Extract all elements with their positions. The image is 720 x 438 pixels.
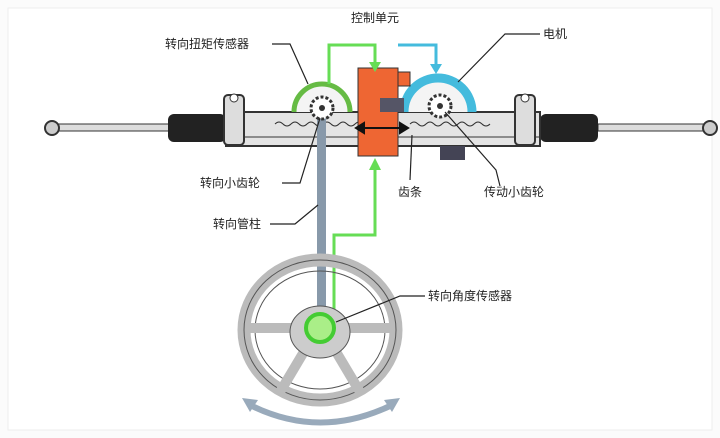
- right-mount-bracket: [514, 93, 536, 146]
- right-boot: [540, 114, 598, 142]
- drive-pinion-gear: [427, 93, 453, 119]
- leader-lines: [270, 33, 540, 323]
- label-control-unit: 控制单元: [351, 11, 399, 25]
- motor-control-line: [398, 43, 438, 66]
- angle-sensor: [304, 312, 336, 344]
- steering-column: [317, 118, 326, 318]
- control-unit: [357, 67, 411, 157]
- arrow-icon: [369, 158, 381, 170]
- label-torque-sensor: 转向扭矩传感器: [165, 36, 249, 51]
- torque-signal-line: [327, 43, 377, 84]
- left-boot: [168, 114, 226, 142]
- left-mount-bracket: [223, 93, 245, 146]
- label-steering-pinion: 转向小齿轮: [200, 175, 260, 190]
- label-rack: 齿条: [398, 185, 422, 199]
- label-steering-column: 转向管柱: [213, 216, 261, 231]
- label-drive-pinion: 传动小齿轮: [484, 184, 544, 199]
- motor: [399, 73, 477, 113]
- steering-pinion-gear: [309, 95, 335, 121]
- rotation-arrow-icon: [248, 402, 394, 426]
- label-motor: 电机: [543, 27, 567, 41]
- rack-movement-arrow-icon: [354, 121, 410, 135]
- angle-signal-line: [332, 168, 377, 312]
- label-angle-sensor: 转向角度传感器: [428, 288, 512, 303]
- arrow-icon: [430, 64, 442, 74]
- arrow-icon: [369, 62, 381, 72]
- left-tie-rod: [44, 120, 171, 136]
